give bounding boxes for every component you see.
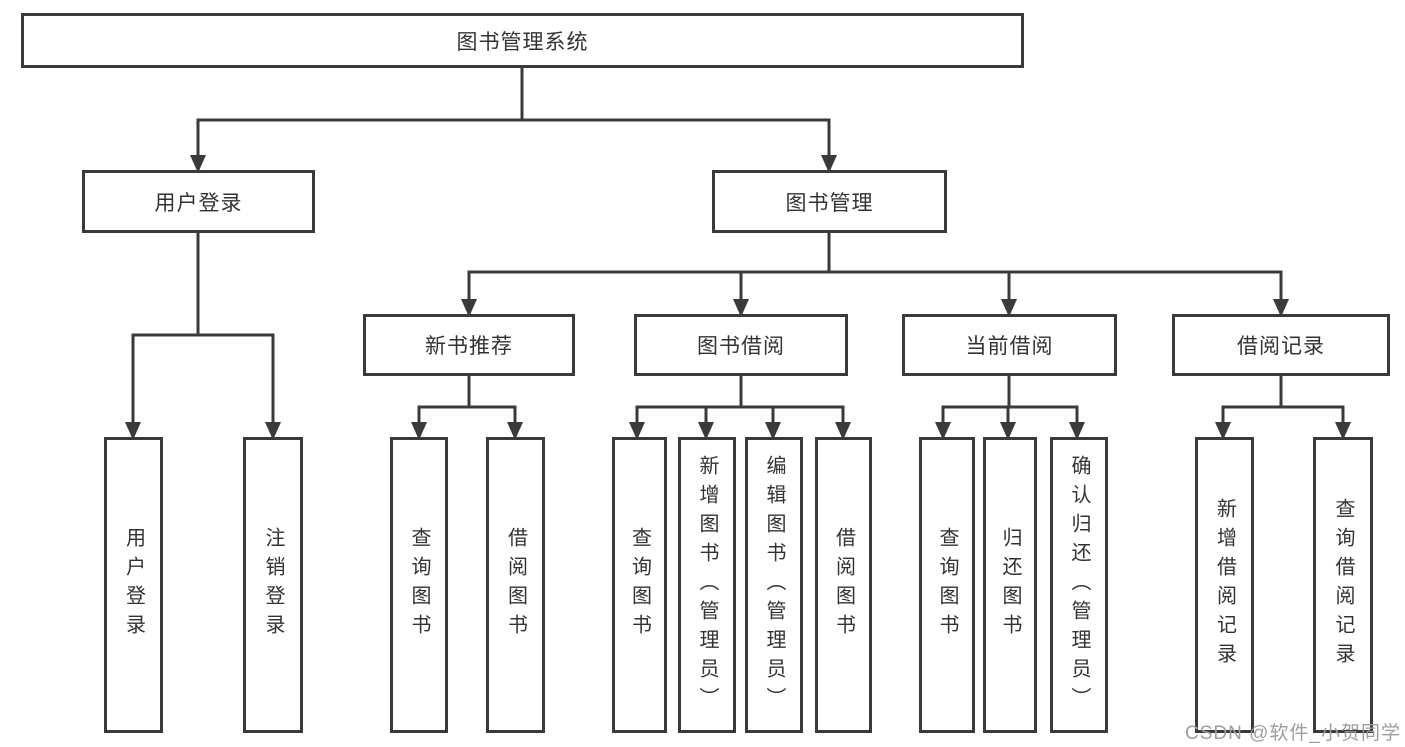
arrow-down-icon (698, 422, 714, 440)
leaf-borrow-borrow: 借阅图书 (815, 437, 872, 733)
leaf-borrow-query: 查询图书 (612, 437, 667, 733)
leaf-borrow-query-label: 查询图书 (628, 527, 651, 643)
node-current-borrow-label: 当前借阅 (965, 335, 1054, 358)
node-borrow-record-label: 借阅记录 (1237, 335, 1325, 358)
arrow-down-icon (507, 422, 523, 440)
connector-book-borrow (629, 376, 851, 440)
leaf-newbook-query: 查询图书 (390, 437, 448, 733)
node-user-login-label: 用户登录 (154, 191, 243, 215)
leaf-newbook-borrow-label: 借阅图书 (504, 527, 527, 643)
leaf-borrow-add-label: 新增图书（管理员） (696, 454, 718, 716)
node-new-book-label: 新书推荐 (425, 335, 513, 358)
node-new-book: 新书推荐 (363, 314, 575, 376)
leaf-current-query-label: 查询图书 (936, 527, 958, 643)
leaf-current-query: 查询图书 (919, 437, 975, 733)
node-book-mgmt: 图书管理 (712, 170, 947, 233)
node-root: 图书管理系统 (21, 13, 1024, 68)
leaf-newbook-query-label: 查询图书 (408, 527, 430, 643)
arrow-down-icon (1335, 422, 1351, 440)
node-book-mgmt-label: 图书管理 (785, 191, 874, 215)
connector-user-login (125, 233, 281, 440)
arrow-down-icon (1001, 299, 1017, 317)
arrow-down-icon (411, 422, 427, 440)
arrow-down-icon (629, 422, 645, 440)
leaf-current-confirm: 确认归还（管理员） (1050, 437, 1108, 733)
arrow-down-icon (125, 422, 141, 440)
node-current-borrow: 当前借阅 (902, 314, 1117, 376)
node-book-borrow: 图书借阅 (634, 314, 848, 376)
leaf-record-add-label: 新增借阅记录 (1213, 498, 1236, 672)
arrow-down-icon (190, 155, 206, 173)
arrow-down-icon (821, 155, 837, 173)
node-root-label: 图书管理系统 (456, 30, 589, 54)
connector-current-borrow (935, 376, 1085, 440)
arrow-down-icon (835, 422, 851, 440)
leaf-record-add: 新增借阅记录 (1195, 437, 1254, 733)
leaf-borrow-edit: 编辑图书（管理员） (745, 437, 803, 733)
arrow-down-icon (1000, 422, 1016, 440)
leaf-user-login-label: 用户登录 (122, 527, 145, 643)
leaf-record-query-label: 查询借阅记录 (1332, 498, 1354, 672)
arrow-down-icon (461, 299, 477, 317)
arrow-down-icon (765, 422, 781, 440)
arrow-down-icon (1215, 422, 1231, 440)
leaf-logout: 注销登录 (243, 437, 303, 733)
leaf-current-return: 归还图书 (983, 437, 1037, 733)
leaf-record-query: 查询借阅记录 (1313, 437, 1373, 733)
arrow-down-icon (1273, 299, 1289, 317)
leaf-current-confirm-label: 确认归还（管理员） (1068, 454, 1090, 716)
node-borrow-record: 借阅记录 (1172, 314, 1390, 376)
arrow-down-icon (935, 422, 951, 440)
node-book-borrow-label: 图书借阅 (697, 335, 785, 358)
leaf-borrow-edit-label: 编辑图书（管理员） (763, 454, 785, 716)
leaf-newbook-borrow: 借阅图书 (486, 437, 545, 733)
leaf-logout-label: 注销登录 (262, 527, 284, 643)
connector-book-mgmt (461, 233, 1289, 317)
connector-new-book (411, 376, 523, 440)
arrow-down-icon (1069, 422, 1085, 440)
node-user-login: 用户登录 (82, 170, 315, 233)
csdn-watermark: CSDN @软件_小贺同学 (1185, 723, 1401, 744)
leaf-borrow-borrow-label: 借阅图书 (832, 527, 855, 643)
leaf-current-return-label: 归还图书 (999, 527, 1021, 643)
arrow-down-icon (265, 422, 281, 440)
connector-root (190, 68, 837, 173)
connector-borrow-record (1215, 376, 1351, 440)
leaf-user-login: 用户登录 (104, 437, 163, 733)
leaf-borrow-add: 新增图书（管理员） (678, 437, 736, 733)
arrow-down-icon (733, 299, 749, 317)
